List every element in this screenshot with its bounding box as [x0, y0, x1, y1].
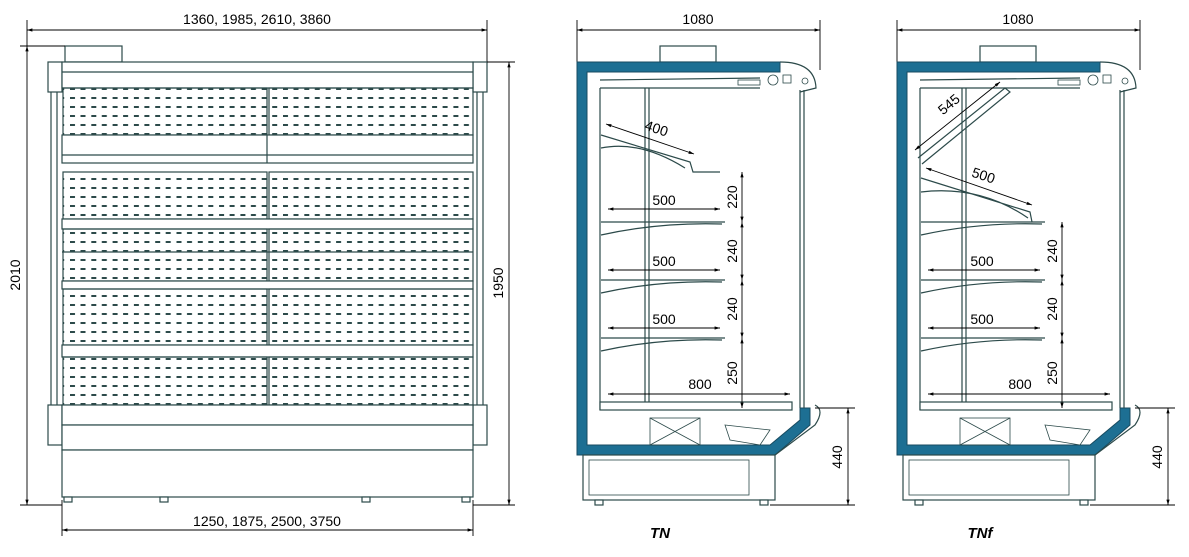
tn-shelf-3-label: 500 [652, 311, 676, 327]
canopy [61, 61, 474, 89]
tnf-model-label: TNf [968, 525, 995, 542]
tn-model-label: TN [650, 525, 671, 542]
tn-spacing-1: 220 [724, 185, 740, 209]
tn-base-height-label: 440 [829, 445, 845, 469]
tnf-slanted-shelf-label: 500 [970, 164, 997, 187]
tn-bottom-shelf-label: 800 [688, 376, 712, 392]
tnf-depth-label: 1080 [1002, 11, 1033, 27]
side-view-tnf: 1080 545 500 500 500 800 240 240 250 [896, 11, 1175, 542]
side-view-tn: 1080 400 500 500 500 800 220 240 240 250 [576, 11, 855, 542]
tn-shelf-2-label: 500 [652, 253, 676, 269]
front-width-bottom-label: 1250, 1875, 2500, 3750 [193, 513, 341, 529]
front-height-total-label: 2010 [7, 259, 23, 290]
tn-depth-label: 1080 [682, 11, 713, 27]
tn-shelf-1-label: 500 [652, 192, 676, 208]
tnf-insulation [896, 61, 1131, 456]
feet [63, 496, 471, 503]
tnf-top-shelf-label: 545 [935, 90, 963, 117]
tn-top-shelf-label: 400 [643, 117, 670, 140]
tnf-base-height-label: 440 [1149, 445, 1165, 469]
tnf-shelf-2-label: 500 [970, 311, 994, 327]
tnf-shelf-1-label: 500 [970, 253, 994, 269]
tn-insulation [576, 61, 811, 456]
tn-spacing-3: 240 [724, 297, 740, 321]
base-panel [61, 449, 474, 498]
tnf-spacing-2: 240 [1044, 297, 1060, 321]
front-view: 1360, 1985, 2610, 3860 [7, 11, 515, 536]
tnf-spacing-3: 250 [1044, 361, 1060, 385]
front-shelves [61, 87, 474, 406]
tnf-spacing-1: 240 [1044, 239, 1060, 263]
tn-spacing-4: 250 [724, 361, 740, 385]
tn-spacing-2: 240 [724, 239, 740, 263]
compressor-housing [64, 45, 123, 63]
tnf-bottom-shelf-label: 800 [1008, 376, 1032, 392]
front-height-body-label: 1950 [490, 267, 506, 298]
front-width-top-label: 1360, 1985, 2610, 3860 [183, 11, 331, 27]
